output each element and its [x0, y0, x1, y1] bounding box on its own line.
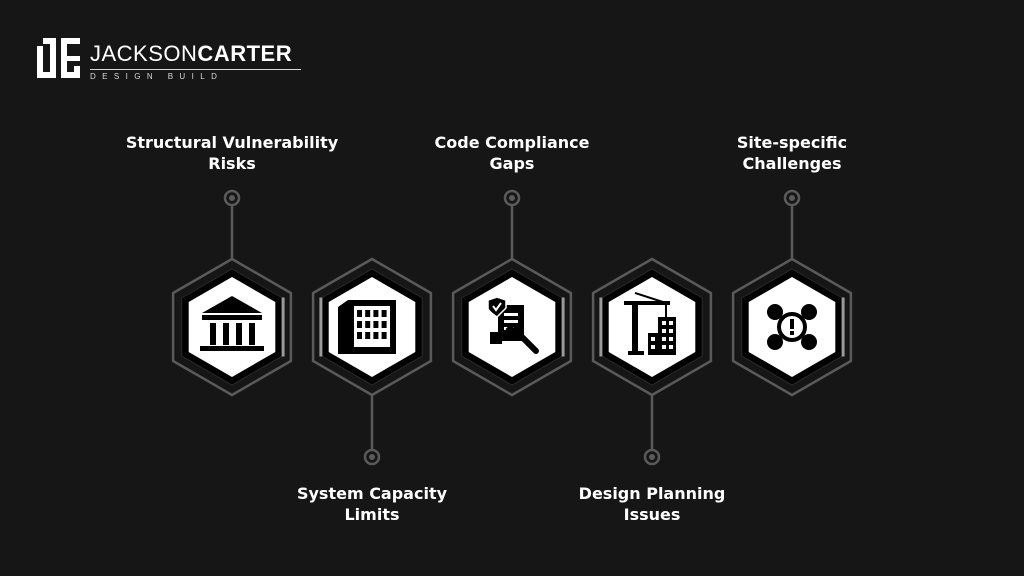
connector-dot-core — [789, 195, 795, 201]
hexagon-nodes — [171, 257, 853, 397]
connector-4 — [643, 395, 661, 466]
hexagon-outer-outline — [451, 257, 573, 397]
hexagon-node-5 — [731, 257, 853, 397]
step-label-line: Limits — [344, 505, 400, 524]
brand-name-bold: CARTER — [197, 41, 293, 66]
compliance-checklist-icon — [487, 296, 539, 354]
hexagon-inner — [188, 277, 276, 377]
step-label-structural-vulnerability: Structural Vulnerability Risks — [117, 132, 347, 174]
step-label-line: Code Compliance — [434, 133, 590, 152]
step-label-line: Challenges — [742, 154, 842, 173]
brand-name-light: JACKSON — [90, 41, 198, 66]
brand-tagline: DESIGN BUILD — [90, 72, 224, 81]
step-label-line: Risks — [208, 154, 256, 173]
hexagon-node-1 — [171, 257, 293, 397]
brand-logo: JACKSONCARTER DESIGN BUILD — [36, 36, 301, 82]
connector-dot-core — [229, 195, 235, 201]
step-label-line: System Capacity — [296, 484, 448, 503]
step-label-line: Gaps — [489, 154, 535, 173]
step-label-line: Issues — [623, 505, 681, 524]
brand-name: JACKSONCARTER — [90, 42, 292, 66]
construction-crane-icon — [624, 292, 676, 355]
electrical-panel-icon — [338, 300, 396, 354]
step-label-system-capacity: System Capacity Limits — [257, 483, 487, 525]
connector-dot-core — [509, 195, 515, 201]
step-label-design-planning: Design Planning Issues — [537, 483, 767, 525]
hexagon-outer-outline — [311, 257, 433, 397]
step-label-code-compliance: Code Compliance Gaps — [397, 132, 627, 174]
hexagon-outer-outline — [591, 257, 713, 397]
brand-divider — [90, 69, 301, 70]
hexagon-node-2 — [311, 257, 433, 397]
connector-dot-core — [649, 454, 655, 460]
step-label-site-specific: Site-specific Challenges — [677, 132, 907, 174]
bank-building-icon — [200, 296, 264, 351]
step-label-line: Site-specific — [736, 133, 848, 152]
connector-lines — [223, 189, 801, 466]
jc-monogram-icon — [37, 38, 80, 78]
hexagon-node-3 — [451, 257, 573, 397]
connector-dot-core — [369, 454, 375, 460]
connector-2 — [363, 395, 381, 466]
hexagon-node-4 — [591, 257, 713, 397]
warning-network-icon — [767, 304, 817, 350]
connector-5 — [783, 189, 801, 259]
hexagon-outer-outline — [171, 257, 293, 397]
step-label-line: Structural Vulnerability — [125, 133, 339, 152]
connector-3 — [503, 189, 521, 259]
connector-1 — [223, 189, 241, 259]
hexagon-outer-outline — [731, 257, 853, 397]
step-label-line: Design Planning — [578, 484, 726, 503]
